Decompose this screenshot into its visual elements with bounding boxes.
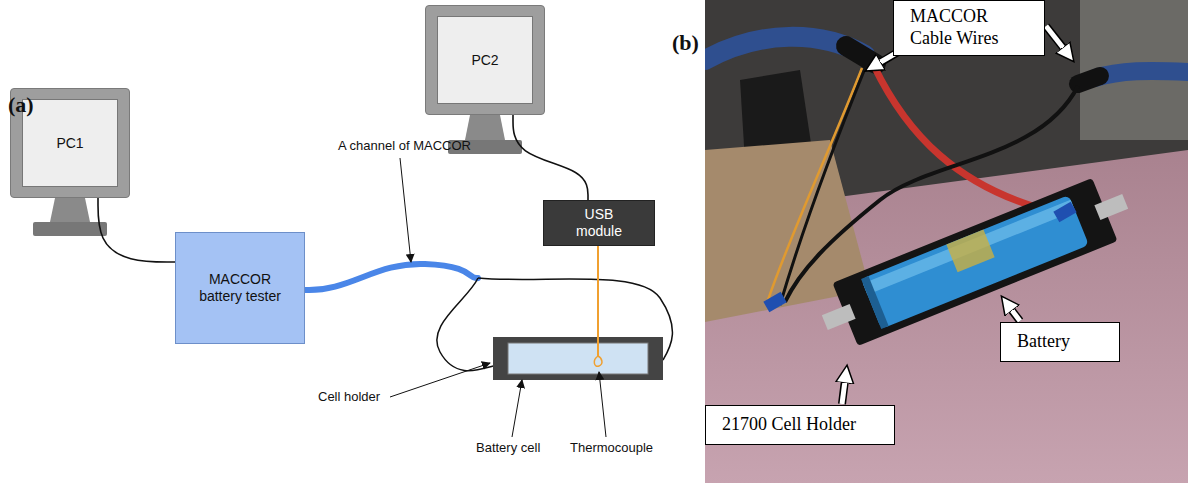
node-text: PC2	[471, 52, 498, 69]
monitor-screen: PC2	[425, 5, 545, 115]
photo	[705, 0, 1188, 483]
node-text: MACCOR Cable Wires	[910, 6, 1028, 49]
callout-arrow	[1010, 308, 1020, 321]
callout-label: Cell holder	[318, 389, 380, 405]
callout-box: MACCOR Cable Wires	[893, 0, 1045, 56]
tester-box: MACCOR battery tester	[175, 232, 305, 344]
callout-label: Battery cell	[476, 440, 540, 456]
leader-arrow	[390, 363, 490, 397]
leader-arrow	[512, 380, 522, 437]
callout-box: 21700 Cell Holder	[705, 405, 895, 445]
thermocouple-wire	[597, 245, 599, 356]
node-text: Battery	[1017, 331, 1070, 353]
cable-connector	[513, 115, 588, 200]
node-text: PC1	[56, 135, 83, 152]
node-text: USB module	[569, 206, 629, 240]
callout-box: Battery	[1000, 322, 1120, 362]
cable-connector	[98, 198, 175, 262]
callout-label: A channel of MACCOR	[338, 138, 471, 154]
node-text: MACCOR battery tester	[190, 271, 290, 305]
module-box: USB module	[543, 200, 655, 246]
cell-holder	[493, 337, 663, 380]
panel-label: (a)	[8, 92, 34, 118]
callout-arrow	[1046, 26, 1065, 50]
lead-wire	[437, 278, 493, 371]
monitor-stand	[33, 198, 107, 236]
callout-arrow	[842, 380, 845, 404]
leader-arrow	[400, 158, 411, 262]
monitor-display: PC2	[437, 16, 533, 104]
monitor-display: PC1	[22, 99, 118, 187]
thermocouple-tip	[594, 356, 602, 366]
callout-label: Thermocouple	[570, 440, 653, 456]
node-text: 21700 Cell Holder	[722, 414, 856, 436]
panel-label: (b)	[672, 30, 699, 56]
channel-cable	[305, 264, 478, 290]
leader-arrow	[599, 372, 606, 437]
